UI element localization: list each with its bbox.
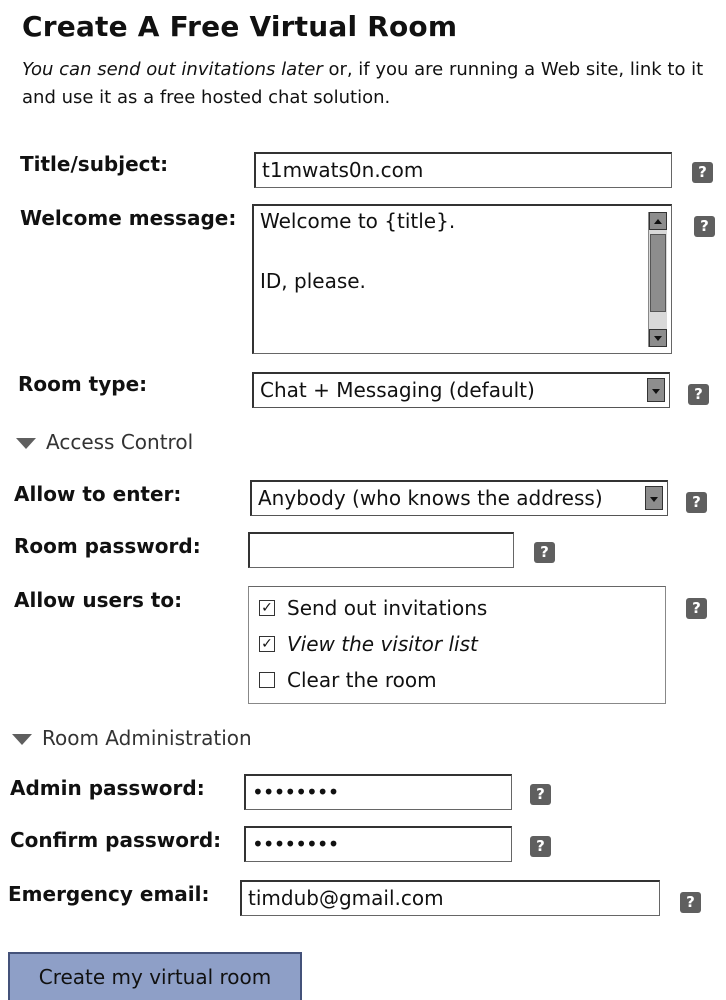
- welcome-line: ID, please.: [260, 269, 366, 293]
- room-type-value: Chat + Messaging (default): [260, 378, 535, 402]
- welcome-line: Welcome to {title}.: [260, 209, 456, 233]
- allow-to-enter-value: Anybody (who knows the address): [258, 486, 603, 510]
- welcome-line: [260, 236, 665, 266]
- scroll-up-icon[interactable]: [649, 212, 667, 230]
- access-control-heading: Access Control: [46, 430, 194, 454]
- title-subject-input[interactable]: t1mwats0n.com: [254, 152, 672, 188]
- collapse-triangle-icon: [12, 734, 32, 745]
- collapse-triangle-icon: [16, 438, 36, 449]
- help-icon[interactable]: ?: [694, 216, 715, 237]
- description-italic: You can send out invitations later: [22, 59, 323, 80]
- scroll-down-icon[interactable]: [649, 329, 667, 347]
- option-view-visitor-list[interactable]: ✓ View the visitor list: [259, 629, 478, 659]
- chevron-down-icon[interactable]: [647, 378, 665, 402]
- allow-to-enter-select[interactable]: Anybody (who knows the address): [250, 480, 668, 516]
- access-control-section-toggle[interactable]: Access Control: [16, 430, 193, 454]
- option-label: Clear the room: [287, 668, 437, 692]
- page-description: You can send out invitations later or, i…: [22, 56, 712, 112]
- description-rest: or, if you are running a Web site, link …: [22, 59, 704, 108]
- help-icon[interactable]: ?: [688, 384, 709, 405]
- allow-to-enter-label: Allow to enter:: [14, 482, 182, 506]
- option-send-invitations[interactable]: ✓ Send out invitations: [259, 593, 487, 623]
- help-icon[interactable]: ?: [686, 598, 707, 619]
- welcome-message-textarea[interactable]: Welcome to {title}. ID, please.: [252, 204, 672, 354]
- checkbox-unchecked-icon[interactable]: [259, 671, 275, 688]
- scroll-thumb[interactable]: [650, 234, 666, 312]
- option-label: View the visitor list: [287, 632, 478, 656]
- checkbox-checked-icon[interactable]: ✓: [259, 599, 275, 616]
- room-type-select[interactable]: Chat + Messaging (default): [252, 372, 670, 408]
- room-administration-section-toggle[interactable]: Room Administration: [12, 726, 252, 750]
- confirm-password-input[interactable]: ••••••••: [244, 826, 512, 862]
- help-icon[interactable]: ?: [530, 836, 551, 857]
- emergency-email-input[interactable]: timdub@gmail.com: [240, 880, 660, 916]
- room-password-label: Room password:: [14, 534, 201, 558]
- allow-users-options-box: ✓ Send out invitations ✓ View the visitor …: [248, 586, 666, 704]
- option-clear-room[interactable]: Clear the room: [259, 665, 437, 695]
- checkbox-checked-icon[interactable]: ✓: [259, 635, 275, 652]
- title-subject-label: Title/subject:: [20, 152, 169, 176]
- help-icon[interactable]: ?: [534, 542, 555, 563]
- help-icon[interactable]: ?: [686, 492, 707, 513]
- room-administration-heading: Room Administration: [42, 726, 252, 750]
- admin-password-label: Admin password:: [10, 776, 205, 800]
- option-label: Send out invitations: [287, 596, 488, 620]
- allow-users-label: Allow users to:: [14, 588, 183, 612]
- chevron-down-icon[interactable]: [645, 486, 663, 510]
- emergency-email-label: Emergency email:: [8, 882, 210, 906]
- admin-password-input[interactable]: ••••••••: [244, 774, 512, 810]
- confirm-password-label: Confirm password:: [10, 828, 222, 852]
- help-icon[interactable]: ?: [530, 784, 551, 805]
- help-icon[interactable]: ?: [680, 892, 701, 913]
- welcome-message-label: Welcome message:: [20, 206, 237, 230]
- textarea-scrollbar[interactable]: [648, 212, 667, 347]
- page-title: Create A Free Virtual Room: [22, 10, 458, 43]
- room-password-input[interactable]: [248, 532, 514, 568]
- create-room-button[interactable]: Create my virtual room: [8, 952, 302, 1000]
- room-type-label: Room type:: [18, 372, 148, 396]
- help-icon[interactable]: ?: [692, 162, 713, 183]
